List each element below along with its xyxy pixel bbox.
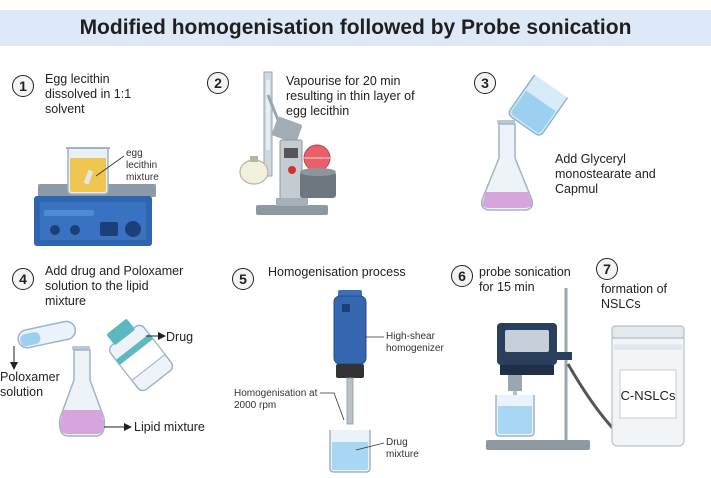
erlenmeyer-flask-icon — [480, 120, 534, 211]
step-3-text: Add Glyceryl monostearate and Capmul — [555, 152, 656, 196]
homogenizer-beaker-icon — [329, 430, 371, 473]
step-7-text: formation of NSLCs — [601, 282, 668, 311]
step-number-4: 4 — [12, 268, 34, 290]
step-2-text: Vapourise for 20 min resulting in thin l… — [286, 74, 415, 118]
tilted-beaker-icon — [508, 74, 569, 136]
step-5-text: Homogenisation process — [268, 265, 406, 279]
nslc-jar-icon — [611, 325, 685, 447]
step-number-5: 5 — [232, 268, 254, 290]
lipid-mixture-label: Lipid mixture — [134, 420, 205, 434]
sonication-beaker-icon — [495, 395, 535, 437]
poloxamer-solution-label: Poloxamer solution — [0, 370, 60, 399]
step-number-7: 7 — [596, 258, 618, 280]
step-number-3: 3 — [474, 72, 496, 94]
diagram-title: Modified homogenisation followed by Prob… — [79, 16, 632, 39]
step-1-text: Egg lecithin dissolved in 1:1 solvent — [45, 72, 132, 116]
lecithin-leader-line — [95, 155, 125, 177]
high-shear-homogenizer-icon — [333, 290, 367, 425]
high-shear-homogenizer-label: High-shear homogenizer — [386, 331, 444, 354]
drug-label: Drug — [166, 330, 194, 344]
test-tube-icon — [17, 320, 77, 349]
beaker-icon — [66, 147, 110, 195]
drug-vial-icon — [106, 319, 174, 392]
drug-mixture-leader-line — [355, 442, 385, 451]
drug-mixture-label: Drug mixture — [386, 437, 419, 460]
rpm-leader-line — [320, 392, 345, 421]
step-6-text: probe sonication for 15 min — [479, 265, 571, 294]
title-banner: Modified homogenisation followed by Prob… — [0, 10, 711, 46]
rotary-evaporator-icon — [239, 71, 336, 215]
step-number-1: 1 — [12, 75, 34, 97]
homogenisation-speed-label: Homogenisation at 2000 rpm — [234, 388, 318, 411]
lipid-flask-icon — [58, 346, 106, 437]
step-4-text: Add drug and Poloxamer solution to the l… — [45, 264, 184, 308]
egg-lecithin-mixture-label: egg lecithin mixture — [126, 148, 159, 183]
step-number-2: 2 — [207, 72, 229, 94]
step-number-6: 6 — [451, 265, 473, 287]
c-nslcs-jar-label: C-NSLCs — [620, 388, 676, 403]
